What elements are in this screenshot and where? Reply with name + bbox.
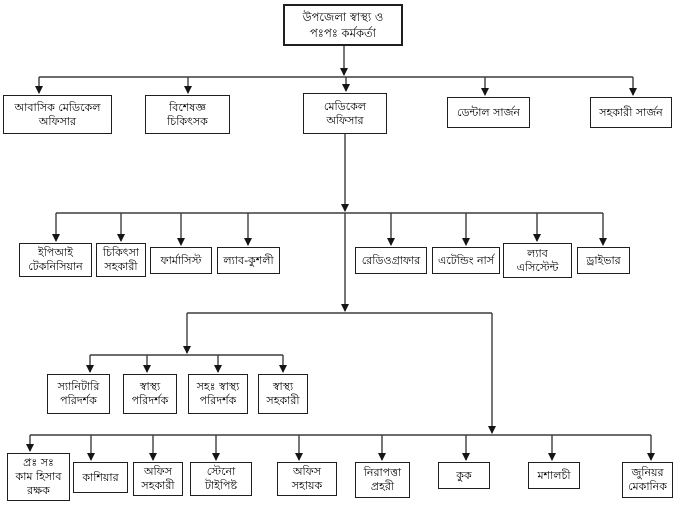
node-lab-kushali: ল্যাব-কুশলী (217, 247, 280, 274)
node-upazila-health-fp-officer: উপজেলা স্বাস্থ্য ও পঃপঃ কর্মকর্তা (283, 4, 403, 46)
node-resident-medical-officer: আবাসিক মেডিকেল অফিসার (3, 95, 112, 134)
node-health-assistant: স্বাস্থ্য সহকারী (258, 374, 308, 414)
node-attending-nurse: এটেন্ডিং নার্স (432, 247, 500, 274)
node-driver: ড্রাইভার (577, 247, 630, 274)
node-specialist-doctor: বিশেষজ্ঞ চিকিৎসক (145, 95, 230, 134)
node-lab-assistant: ল্যাব এসিস্টেন্ট (503, 243, 572, 278)
node-pharmacist: ফার্মাসিস্ট (150, 247, 212, 274)
node-epi-technician: ইপিআই টেকনিসিয়ান (19, 243, 92, 277)
node-medical-officer: মেডিকেল অফিসার (303, 93, 387, 134)
node-junior-mechanic: জুনিয়র মেকানিক (622, 462, 673, 498)
node-health-inspector: স্বাস্থ্য পরিদর্শক (123, 374, 177, 414)
node-radiographer: রেডিওগ্রাফার (355, 247, 427, 274)
node-cashier: কাশিয়ার (73, 462, 128, 493)
node-asst-health-inspector: সহঃ স্বাস্থ্য পরিদর্শক (188, 374, 248, 414)
node-assistant-surgeon: সহকারী সার্জন (590, 97, 672, 128)
node-sanitary-inspector: স্যানিটারি পরিদর্শক (47, 374, 110, 414)
node-office-assistant: অফিস সহকারী (133, 462, 183, 496)
node-medical-assistant: চিকিৎসা সহকারী (96, 243, 146, 277)
node-mashalchi: মশালচী (528, 462, 580, 489)
node-office-helper: অফিস সহায়ক (277, 462, 337, 496)
node-cook: কুক (438, 462, 490, 489)
node-head-asst-accountant: প্রঃ সঃ কাম হিসাব রক্ষক (7, 453, 70, 501)
node-dental-surgeon: ডেন্টাল সার্জন (447, 97, 530, 128)
node-security-guard: নিরাপত্তা প্রহরী (355, 462, 410, 498)
node-steno-typist: স্টেনো টাইপিষ্ট (190, 462, 252, 496)
